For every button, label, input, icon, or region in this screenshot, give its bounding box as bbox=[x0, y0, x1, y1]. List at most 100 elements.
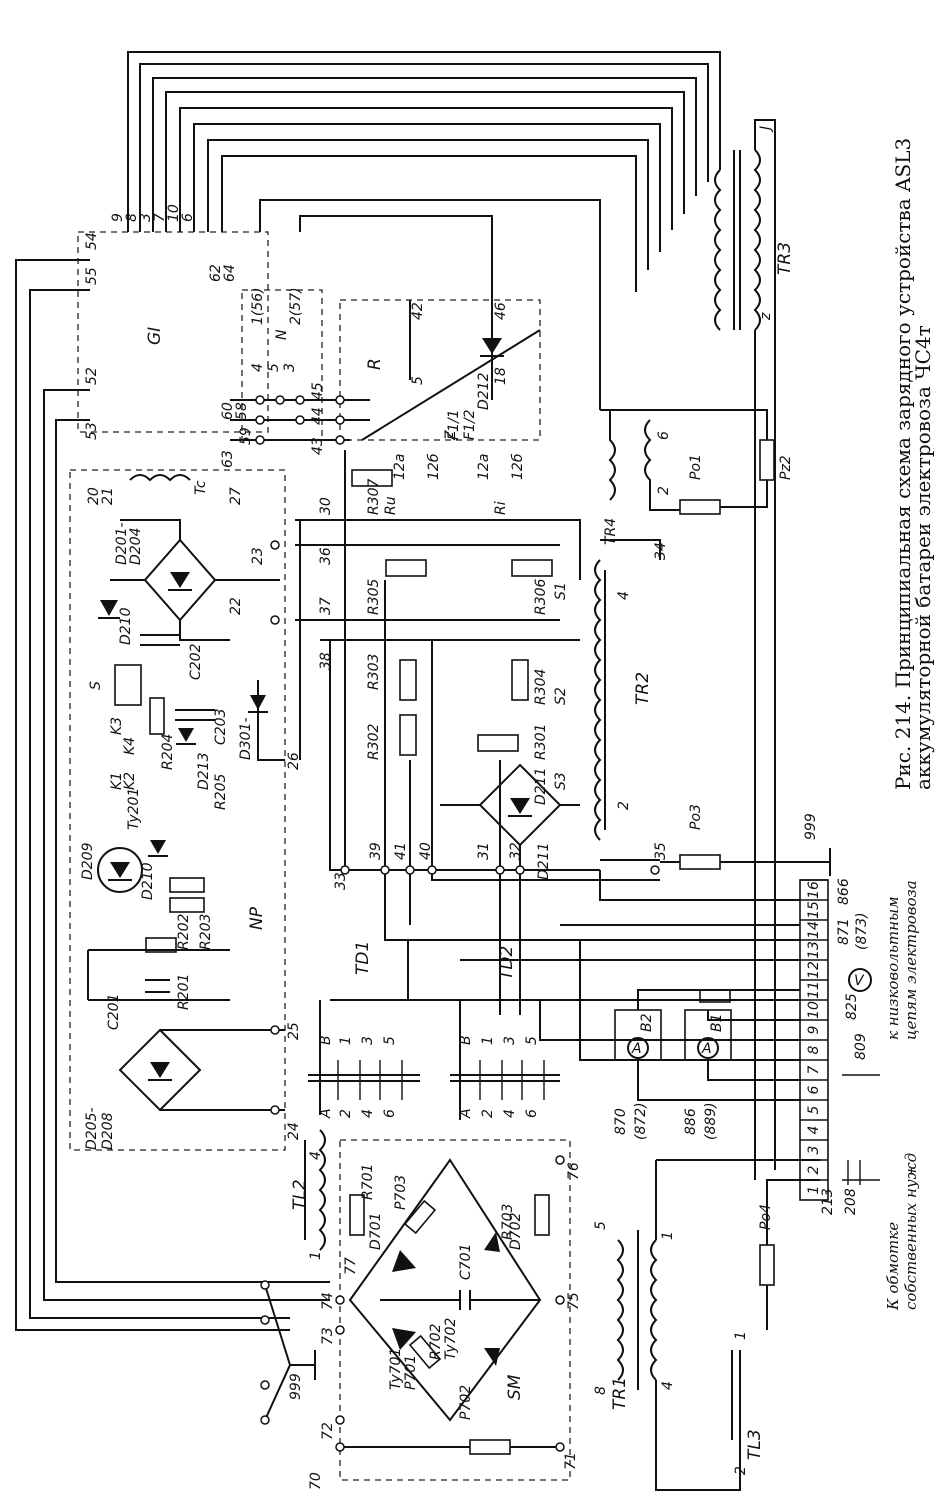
n-block-156: 1(56) bbox=[250, 287, 266, 325]
voltmeter-v: V bbox=[854, 973, 865, 989]
b2-label: B2 bbox=[639, 1013, 655, 1032]
tr4-label: TR4 bbox=[603, 518, 619, 545]
tr1-4: 4 bbox=[660, 1381, 676, 1390]
d213-label: D301- bbox=[238, 717, 254, 760]
gi-top-54: 54 bbox=[84, 232, 100, 250]
tc-label: Tc bbox=[193, 480, 209, 495]
s1-label: S1 bbox=[553, 582, 569, 600]
meters: V A B2 A B1 bbox=[614, 968, 872, 1061]
r703-label: R703 bbox=[500, 1204, 516, 1240]
l12b-1: 12б bbox=[426, 453, 442, 480]
tr3-label: TR3 bbox=[775, 242, 795, 275]
row-terminals: 30 36 37 38 34 33 39 41 40 31 32 35 bbox=[318, 497, 669, 890]
t25: 25 bbox=[286, 1022, 302, 1040]
note-aux-1: К обмотке bbox=[884, 1222, 902, 1311]
w872: (872) bbox=[633, 1102, 649, 1140]
strip-terminal-12: 12 bbox=[806, 961, 822, 979]
tl3: TL3 1 2 Po4 bbox=[656, 1159, 820, 1475]
c202-label: C202 bbox=[188, 643, 204, 680]
f12: F1/2 bbox=[462, 409, 478, 440]
caption-line-2: аккумуляторной батареи электровоза ЧС4т bbox=[911, 325, 935, 790]
gnd-999-left: 999 bbox=[288, 1373, 304, 1400]
c203-label: C203 bbox=[213, 709, 229, 746]
tr4-2: 2 bbox=[656, 486, 672, 495]
ty701-label: Ty701 bbox=[388, 1348, 404, 1390]
gi-right-62: 62 bbox=[208, 264, 224, 282]
d212-label: D213 bbox=[196, 752, 212, 790]
relay-area: S C202 C203 R204 K3 K4 K1 K2 bbox=[88, 634, 229, 790]
strip-terminal-2: 2 bbox=[806, 1165, 822, 1174]
w871: 871 bbox=[836, 918, 852, 945]
t77: 77 bbox=[343, 1257, 359, 1275]
strip-wires bbox=[330, 870, 800, 1101]
d210-label: D210 bbox=[140, 862, 156, 900]
k2-label: K2 bbox=[122, 772, 138, 790]
strip-terminal-1: 1 bbox=[806, 1186, 822, 1195]
strip-terminal-6: 6 bbox=[806, 1085, 822, 1094]
t75: 75 bbox=[566, 1292, 582, 1310]
t40: 40 bbox=[418, 842, 434, 860]
d301-label: D211 bbox=[536, 842, 552, 880]
gi-right-9: 9 bbox=[110, 213, 126, 222]
t37: 37 bbox=[318, 597, 334, 615]
z-label: Z bbox=[443, 430, 459, 441]
ty201-area: D209 Ty201 D210 R202 R203 bbox=[80, 788, 214, 950]
tl2-label: TL2 bbox=[290, 1179, 310, 1210]
n-block-4: 4 bbox=[250, 363, 266, 372]
td2-2: 2 bbox=[480, 1109, 496, 1118]
left-long-wires bbox=[15, 259, 330, 1331]
n-block-60: 60 bbox=[220, 402, 236, 420]
t45: 45 bbox=[310, 382, 326, 400]
strip-terminal-16: 16 bbox=[806, 881, 822, 899]
gi-right-7: 7 bbox=[152, 213, 168, 222]
ty702-label: Ty702 bbox=[443, 1318, 459, 1360]
t46: 46 bbox=[493, 302, 509, 320]
strip-terminal-3: 3 bbox=[806, 1146, 822, 1155]
np-block: NP bbox=[69, 469, 286, 1151]
n-block-5: 5 bbox=[266, 363, 282, 372]
tr2-4: 4 bbox=[616, 591, 632, 600]
strip-terminal-15: 15 bbox=[806, 901, 822, 919]
d205-label: D205- bbox=[84, 1107, 100, 1150]
tr4-6: 6 bbox=[656, 431, 672, 440]
bus-rows bbox=[230, 395, 370, 445]
wire-numbers: 213 208 870 (872) 886 (889) 809 825 871 … bbox=[613, 878, 880, 1215]
td2: TD2 B A 1 2 3 4 5 6 bbox=[450, 946, 560, 1120]
ammeter-a1: A bbox=[631, 1041, 642, 1057]
d204-label: D204 bbox=[128, 527, 144, 565]
r-block-labels: 12a 12б F1/1 F1/2 12a 12б 42 46 5 18 45 … bbox=[310, 302, 526, 480]
d208-label: D208 bbox=[100, 1112, 116, 1150]
tr1-8: 8 bbox=[593, 1386, 609, 1395]
r202-label: R202 bbox=[176, 913, 192, 950]
d701-label: D701 bbox=[368, 1212, 384, 1250]
d212-d213: D213 R205 D301- bbox=[176, 680, 285, 810]
r-label: R bbox=[365, 358, 385, 370]
t36: 36 bbox=[318, 547, 334, 565]
top-wire-bundle bbox=[127, 51, 721, 410]
td2-a: A bbox=[458, 1108, 474, 1119]
d201-label: D201- bbox=[114, 522, 130, 565]
r303-label: R303 bbox=[366, 654, 382, 690]
t33: 33 bbox=[333, 872, 349, 890]
t20: 20 bbox=[86, 487, 102, 505]
t44: 44 bbox=[310, 407, 326, 425]
w870: 870 bbox=[613, 1108, 629, 1135]
strip-terminal-10: 10 bbox=[806, 1001, 822, 1019]
b1-label: B1 bbox=[709, 1013, 725, 1032]
n-block-3: 3 bbox=[282, 363, 298, 372]
t42: 42 bbox=[410, 302, 426, 320]
tr1-5: 5 bbox=[593, 1221, 609, 1230]
bridge-d205: D205- D208 bbox=[84, 1028, 285, 1150]
strip-terminal-13: 13 bbox=[806, 941, 822, 959]
t24: 24 bbox=[286, 1122, 302, 1140]
td2-b: B bbox=[458, 1035, 474, 1045]
tl2-1: 1 bbox=[308, 1251, 324, 1260]
ri-label: Ri bbox=[493, 501, 509, 515]
gi-right-6: 6 bbox=[180, 213, 196, 222]
bridge-d201: D201- D204 bbox=[110, 519, 280, 641]
w825: 825 bbox=[844, 993, 860, 1020]
s3-label: S3 bbox=[553, 772, 569, 790]
